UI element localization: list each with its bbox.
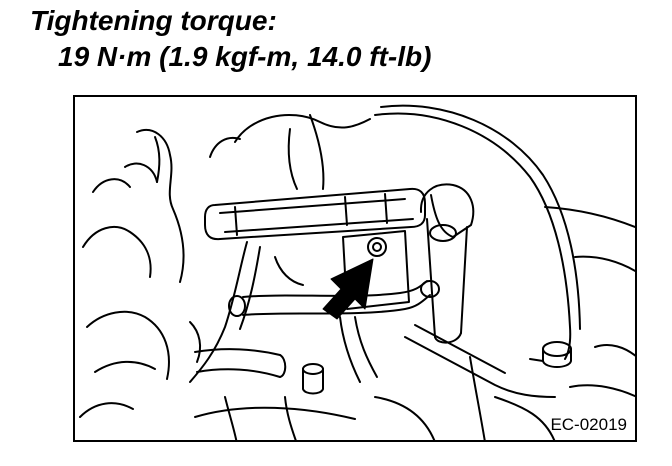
engine-illustration: EC-02019 xyxy=(73,95,637,442)
arrow-icon xyxy=(322,258,374,320)
torque-value: 19 N·m (1.9 kgf-m, 14.0 ft-lb) xyxy=(58,41,432,72)
spec-title: Tightening torque: xyxy=(30,5,277,36)
figure-code: EC-02019 xyxy=(550,415,627,434)
engine-line-drawing xyxy=(79,104,635,440)
